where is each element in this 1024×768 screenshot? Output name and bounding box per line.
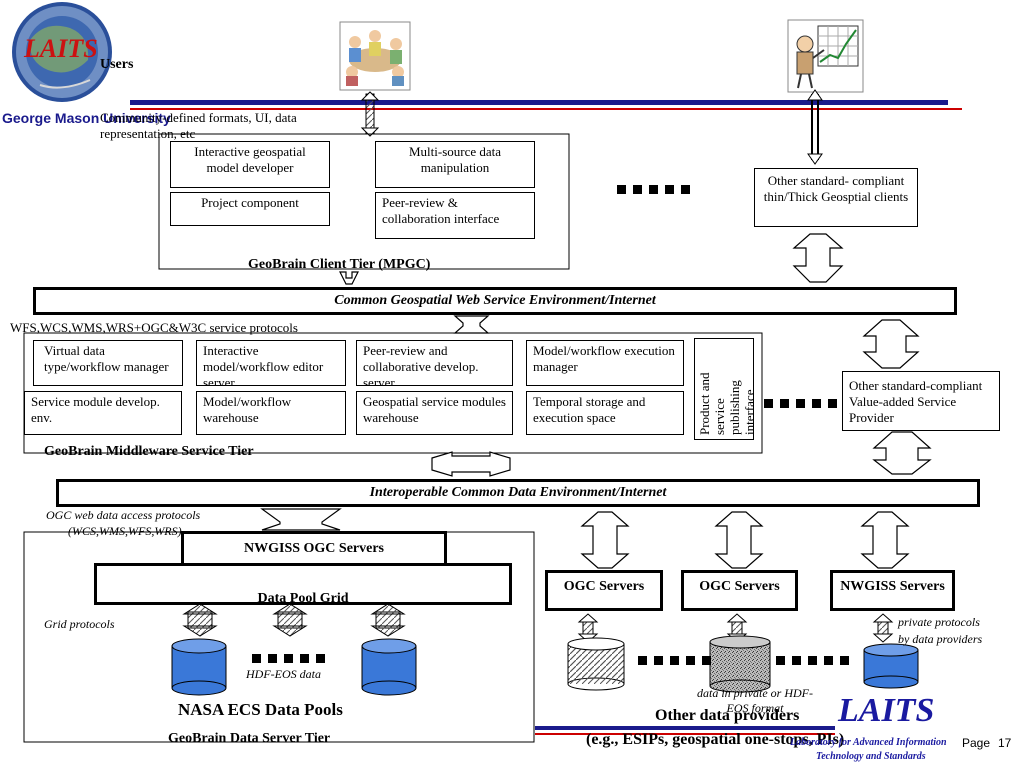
- data-pool-grid-box: Data Pool Grid: [94, 563, 512, 606]
- provider-server-box-2: OGC Servers: [681, 570, 798, 611]
- page-number: 17: [998, 736, 1012, 750]
- block-arrows: [260, 233, 932, 569]
- nasa-drum-right-icon: [361, 638, 417, 696]
- analyst-link-arrow: [807, 89, 823, 165]
- users-group-icon: [339, 21, 411, 91]
- web-service-env-bar: Common Geospatial Web Service Environmen…: [33, 287, 957, 315]
- users-label: Users: [100, 57, 134, 72]
- footer-red-stripe: [535, 733, 835, 735]
- arrow-provider-2: [714, 511, 764, 569]
- footer-navy-stripe: [535, 726, 835, 730]
- logo-title: LAITS: [24, 34, 98, 63]
- ellipsis-providers-left: [638, 656, 711, 665]
- middleware-tier-title: GeoBrain Middleware Service Tier: [44, 444, 254, 459]
- other-clients-box: Other standard- compliant thin/Thick Geo…: [754, 168, 918, 227]
- mw-box-virtual-data: Virtual data type/workflow manager: [33, 340, 183, 386]
- ellipsis-client: [617, 185, 690, 194]
- ogc-protocols-note-line1: OGC web data access protocols: [46, 508, 201, 522]
- provider-drum-blue-icon: [863, 643, 919, 689]
- arrow-web-middleware: [453, 315, 490, 334]
- mw-box-peer-review: Peer-review and collaborative develop. s…: [356, 340, 513, 386]
- arrow-provider-3: [860, 511, 910, 569]
- service-protocols-label: WFS,WCS,WMS,WRS+OGC&W3C service protocol…: [10, 320, 298, 335]
- community-note: Community-defined formats, UI, data repr…: [100, 110, 297, 141]
- provider-drum-granite-icon: [709, 635, 771, 693]
- arrow-middleware-data: [431, 451, 511, 477]
- header-red-stripe: [130, 108, 962, 110]
- nasa-data-pools-label: NASA ECS Data Pools: [178, 700, 343, 719]
- data-pool-grid-label: Data Pool Grid: [257, 591, 349, 606]
- private-protocols-note: private protocols by data providers: [898, 615, 983, 646]
- mw-box-service-module: Service module develop. env.: [24, 391, 182, 435]
- publishing-interface-label: Product and service publishing interface: [697, 372, 754, 435]
- mw-box-service-warehouse: Geospatial service modules warehouse: [356, 391, 513, 435]
- client-box-model-developer: Interactive geospatial model developer: [170, 141, 330, 188]
- provider-server-box-3: NWGISS Servers: [830, 570, 955, 611]
- mw-box-model-warehouse: Model/workflow warehouse: [196, 391, 346, 435]
- footer-laits-subtitle-line2: Technology and Standards: [816, 751, 926, 762]
- arrow-data-nwgiss: [260, 508, 342, 531]
- laits-logo-icon: [12, 2, 112, 102]
- mw-box-execution-manager: Model/workflow execution manager: [526, 340, 684, 386]
- ellipsis-providers-right: [776, 656, 849, 665]
- arrow-middleware-right-upper: [862, 319, 920, 369]
- hdf-eos-label: HDF-EOS data: [246, 667, 321, 681]
- data-env-bar: Interoperable Common Data Environment/In…: [56, 479, 980, 507]
- provider-server-box-1: OGC Servers: [545, 570, 663, 611]
- ellipsis-middleware: [764, 399, 837, 408]
- analyst-chart-icon: [787, 19, 864, 93]
- arrow-client-web: [339, 271, 359, 285]
- footer-laits-logo: LAITS: [838, 692, 935, 729]
- mw-box-temporal-storage: Temporal storage and execution space: [526, 391, 684, 435]
- client-box-data-manipulation: Multi-source data manipulation: [375, 141, 535, 188]
- private-format-note: data in private or HDF-EOS format: [697, 686, 813, 715]
- data-server-tier-title: GeoBrain Data Server Tier: [168, 731, 331, 746]
- client-tier-frame: [158, 133, 570, 270]
- footer-laits-subtitle-line1: Laboratory for Advanced Information: [790, 737, 947, 748]
- mw-box-model-editor: Interactive model/workflow editor server: [196, 340, 346, 386]
- grid-arrows: [182, 603, 894, 643]
- arrow-middleware-right-lower: [872, 431, 932, 475]
- header-navy-stripe: [130, 100, 948, 105]
- other-data-providers-line2: (e.g., ESIPs, geospatial one-stops, PIs): [586, 731, 845, 748]
- grid-protocols-label: Grid protocols: [44, 617, 115, 631]
- nasa-drum-left-icon: [171, 638, 227, 696]
- other-data-providers-line1: Other data providers: [655, 707, 800, 724]
- page-label: Page: [962, 736, 991, 750]
- client-box-project-component: Project component: [170, 192, 330, 226]
- university-label: George Mason University: [2, 110, 171, 126]
- client-tier-title: GeoBrain Client Tier (MPGC): [248, 257, 431, 272]
- arrow-provider-1: [580, 511, 630, 569]
- mw-box-publishing-interface: Product and service publishing interface: [694, 338, 754, 440]
- other-provider-box: Other standard-compliant Value-added Ser…: [842, 371, 1000, 431]
- provider-drum-hatched-icon: [567, 637, 625, 691]
- client-box-peer-review: Peer-review & collaboration interface: [375, 192, 535, 239]
- users-link-arrow: [360, 91, 380, 137]
- arrow-other-clients: [792, 233, 844, 283]
- ellipsis-hdf: [252, 654, 325, 663]
- ogc-protocols-note-line2: (WCS,WMS,WFS,WRS): [68, 524, 182, 538]
- ellipsis-dots: [252, 185, 849, 665]
